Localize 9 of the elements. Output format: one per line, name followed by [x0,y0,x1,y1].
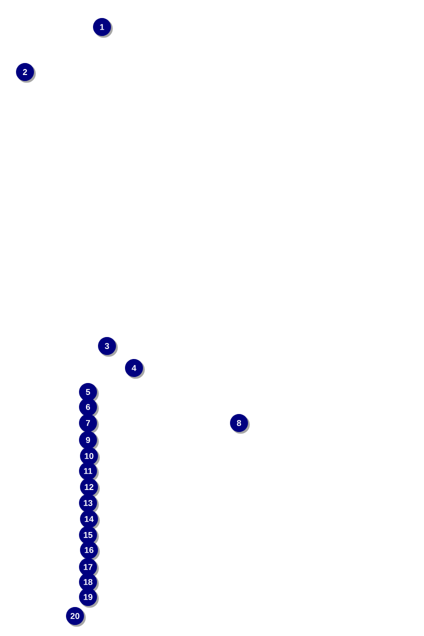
callout-number: 19 [79,588,99,608]
callout-number: 16 [80,541,100,561]
callout-number: 8 [230,414,250,434]
callout-number: 20 [66,607,86,627]
callout-number: 4 [125,359,145,379]
callout-number: 2 [16,63,36,83]
callout-number: 3 [98,337,118,357]
callout-number: 7 [79,414,99,434]
callout-number: 1 [93,18,113,38]
